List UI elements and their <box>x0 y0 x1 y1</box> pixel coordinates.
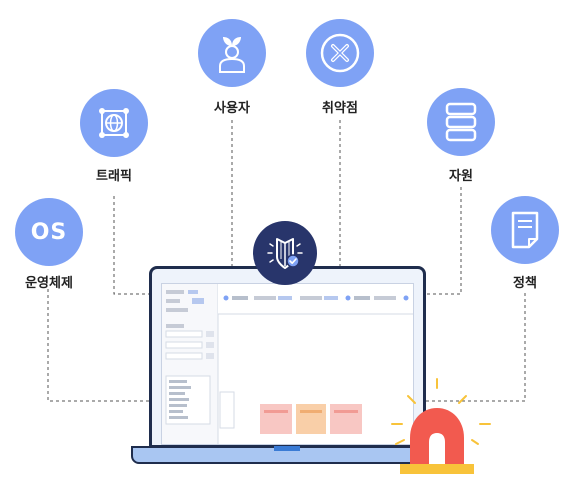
document-icon <box>491 196 559 264</box>
os-icon: OS <box>15 198 83 266</box>
server-icon <box>427 88 495 156</box>
traffic-label: 트래픽 <box>96 169 132 184</box>
user-label: 사용자 <box>214 101 250 116</box>
policy-label: 정책 <box>513 276 537 291</box>
dashboard-screenshot <box>161 283 414 445</box>
vulnerability-label: 취약점 <box>322 101 358 116</box>
connector-os <box>47 289 149 402</box>
os-icon-text: OS <box>30 219 68 245</box>
shield-check-icon <box>253 221 317 285</box>
network-globe-icon <box>80 89 148 157</box>
connector-resource <box>426 187 462 295</box>
laptop-screen <box>149 266 426 448</box>
user-sprout-icon <box>198 19 266 87</box>
siren-icon <box>391 378 491 474</box>
resource-label: 자원 <box>449 169 473 184</box>
laptop-notch <box>274 446 300 451</box>
x-circle-icon <box>306 19 374 87</box>
os-label: 운영체제 <box>25 276 73 291</box>
connector-traffic <box>113 196 149 295</box>
connector-policy <box>426 293 526 402</box>
